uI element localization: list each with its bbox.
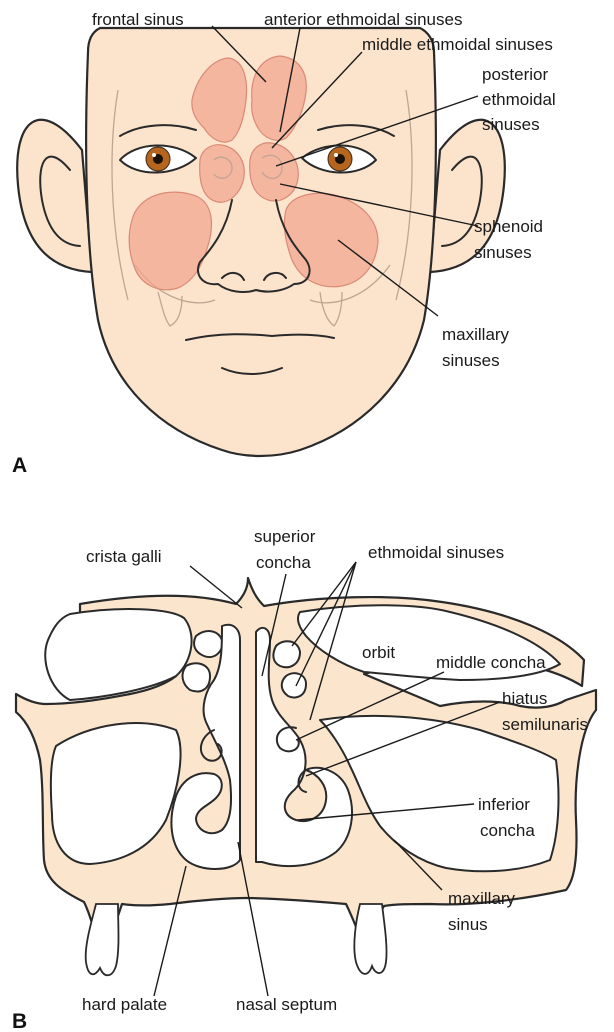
- label-orbit: orbit: [362, 643, 395, 662]
- label-maxillary-sinus-1: maxillary: [448, 889, 516, 908]
- label-hard-palate: hard palate: [82, 995, 167, 1014]
- panel-b: crista galli superior concha ethmoidal s…: [12, 527, 596, 1032]
- label-anterior-ethmoidal: anterior ethmoidal sinuses: [264, 10, 462, 29]
- label-maxillary-sinus-2: sinus: [448, 915, 488, 934]
- left-ear: [17, 120, 92, 272]
- label-inferior-concha-1: inferior: [478, 795, 530, 814]
- label-sphenoid-1: sphenoid: [474, 217, 543, 236]
- label-inferior-concha-2: concha: [480, 821, 535, 840]
- label-crista-galli: crista galli: [86, 547, 162, 566]
- label-middle-concha: middle concha: [436, 653, 546, 672]
- label-posterior-ethmoidal-2: ethmoidal: [482, 90, 556, 109]
- right-molar: [354, 904, 386, 974]
- panel-a-letter: A: [12, 454, 27, 477]
- ethmoid-cell-1: [194, 631, 222, 657]
- label-maxillary-2: sinuses: [442, 351, 500, 370]
- label-hiatus-2: semilunaris: [502, 715, 588, 734]
- label-nasal-septum: nasal septum: [236, 995, 337, 1014]
- label-superior-concha-2: concha: [256, 553, 311, 572]
- label-superior-concha-1: superior: [254, 527, 316, 546]
- label-posterior-ethmoidal-1: posterior: [482, 65, 548, 84]
- label-hiatus-1: hiatus: [502, 689, 547, 708]
- ethmoid-cell-2: [273, 641, 300, 667]
- ethmoid-cell-4: [183, 663, 210, 691]
- label-maxillary-1: maxillary: [442, 325, 510, 344]
- label-frontal-sinus: frontal sinus: [92, 10, 184, 29]
- panel-b-letter: B: [12, 1010, 27, 1032]
- label-posterior-ethmoidal-3: sinuses: [482, 115, 540, 134]
- label-sphenoid-2: sinuses: [474, 243, 532, 262]
- label-ethmoidal-sinuses: ethmoidal sinuses: [368, 543, 504, 562]
- ethmoid-cell-3: [282, 673, 306, 697]
- panel-a: frontal sinus anterior ethmoidal sinuses…: [12, 10, 556, 477]
- label-middle-ethmoidal: middle ethmoidal sinuses: [362, 35, 553, 54]
